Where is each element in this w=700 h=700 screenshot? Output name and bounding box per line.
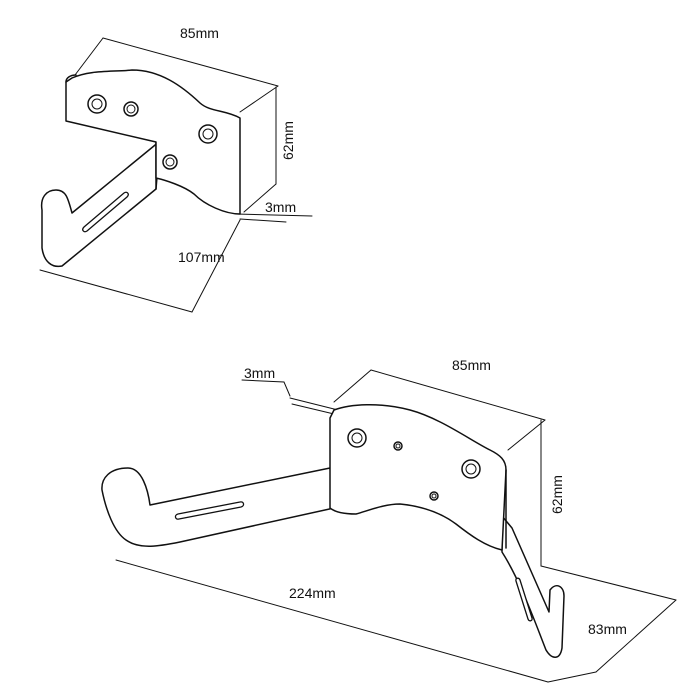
top-height-label: 62mm	[280, 121, 296, 160]
bottom-length-label: 224mm	[289, 585, 336, 601]
bottom-dimension-lines	[115, 369, 677, 683]
bottom-width-label: 85mm	[452, 357, 491, 373]
bottom-depth-label: 83mm	[588, 621, 627, 637]
bottom-height-label: 62mm	[549, 475, 565, 514]
top-mounting-holes	[87, 94, 218, 170]
bottom-mounting-holes	[347, 428, 481, 501]
top-depth-label: 107mm	[178, 249, 225, 265]
bottom-bracket-view: 3mm 85mm 62mm 224mm 83mm	[101, 357, 677, 683]
bottom-long-slot	[174, 501, 245, 520]
top-width-label: 85mm	[180, 25, 219, 41]
bottom-thickness-label: 3mm	[244, 365, 275, 381]
bottom-side-slot	[515, 577, 533, 622]
top-dimension-lines	[39, 37, 313, 313]
top-back-plate	[65, 69, 241, 215]
top-bracket-view: 85mm 62mm 3mm 107mm	[39, 25, 313, 313]
bottom-side-arm	[501, 515, 565, 658]
bottom-back-plate	[329, 403, 507, 551]
top-hook-slot	[82, 191, 129, 233]
top-thickness-label: 3mm	[265, 199, 296, 215]
top-hook-arm	[40, 140, 161, 268]
